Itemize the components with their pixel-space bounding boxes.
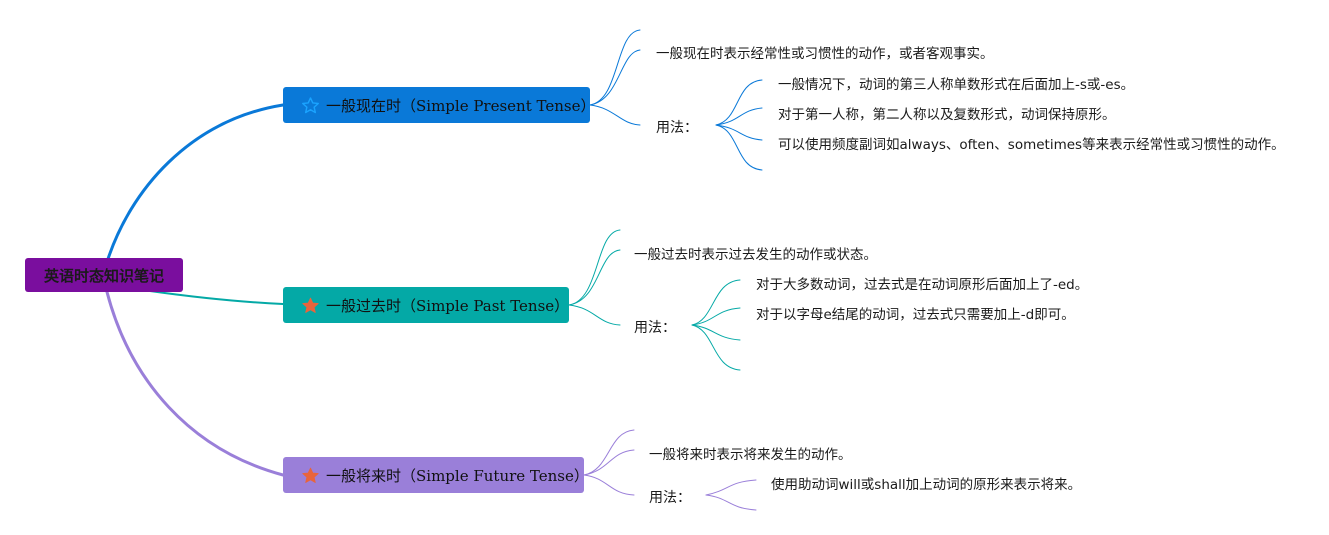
usage-item[interactable]: 一般情况下，动词的第三人称单数形式在后面加上-s或-es。: [778, 77, 1135, 93]
root-node[interactable]: 英语时态知识笔记: [25, 258, 183, 292]
link-root-branch-2: [149, 290, 284, 305]
definition-text[interactable]: 一般将来时表示将来发生的动作。: [649, 447, 852, 463]
branch-node-simple-past[interactable]: 一般过去时（Simple Past Tense）: [283, 287, 569, 323]
definition-text[interactable]: 一般现在时表示经常性或习惯性的动作，或者客观事实。: [656, 46, 994, 62]
usage-item[interactable]: 对于大多数动词，过去式是在动词原形后面加上了-ed。: [756, 277, 1089, 293]
star-filled-icon: [302, 467, 319, 483]
branch-title: 一般过去时（Simple Past Tense）: [326, 296, 570, 315]
usage-item[interactable]: 对于以字母e结尾的动词，过去式只需要加上-d即可。: [756, 307, 1075, 323]
definition-text[interactable]: 一般过去时表示过去发生的动作或状态。: [634, 247, 877, 263]
usage-item[interactable]: 使用助动词will或shall加上动词的原形来表示将来。: [771, 477, 1082, 493]
star-outline-icon: [302, 96, 319, 113]
branch-node-simple-future[interactable]: 一般将来时（Simple Future Tense）: [283, 457, 589, 493]
link-root-branch-1: [105, 103, 285, 264]
branch-title: 一般将来时（Simple Future Tense）: [326, 466, 589, 485]
usage-item[interactable]: 对于第一人称，第二人称以及复数形式，动词保持原形。: [778, 107, 1116, 123]
branch-node-simple-present[interactable]: 一般现在时（Simple Present Tense）: [283, 87, 595, 123]
star-filled-icon: [302, 297, 319, 313]
usage-item[interactable]: 可以使用频度副词如always、often、sometimes等来表示经常性或习…: [778, 137, 1285, 153]
branch-title: 一般现在时（Simple Present Tense）: [326, 96, 596, 115]
root-title: 英语时态知识笔记: [43, 266, 164, 285]
link-root-branch-3: [105, 290, 285, 477]
usage-label[interactable]: 用法：: [649, 490, 691, 506]
usage-label[interactable]: 用法：: [634, 320, 676, 336]
usage-label[interactable]: 用法：: [656, 120, 698, 136]
